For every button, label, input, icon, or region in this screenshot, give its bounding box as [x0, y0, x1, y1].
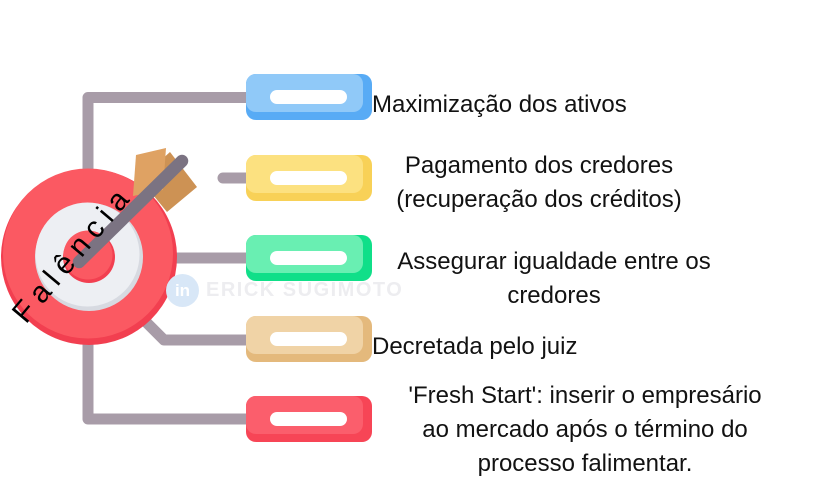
watermark: in ERICK SUGIMOTO — [166, 274, 403, 307]
node-label-line: processo falimentar. — [477, 450, 693, 477]
node-label-decretada-pelo-juiz: Decretada pelo juiz — [372, 330, 672, 364]
pill-pagamento-dos-credores — [246, 155, 372, 201]
pill-highlight — [270, 90, 347, 104]
connector-tan — [132, 308, 253, 346]
pill-highlight — [270, 332, 347, 346]
dartboard-icon — [1, 148, 197, 345]
node-label-line: credores — [507, 282, 601, 309]
pill-face — [246, 316, 363, 354]
pill-highlight — [270, 251, 347, 265]
pill-maximizacao-dos-ativos — [246, 74, 372, 120]
linkedin-icon: in — [166, 274, 199, 307]
node-label-maximizacao-dos-ativos: Maximização dos ativos — [372, 88, 692, 122]
pill-face — [246, 155, 363, 193]
node-label-line: Maximização dos ativos — [372, 91, 627, 118]
arrow-icon — [72, 148, 197, 269]
node-label-line: (recuperação dos créditos) — [396, 186, 682, 213]
pill-face — [246, 74, 363, 112]
node-label-line: Decretada pelo juiz — [372, 333, 578, 360]
node-label-fresh-start: 'Fresh Start': inserir o empresário ao m… — [356, 379, 814, 481]
node-label-pagamento-dos-credores: Pagamento dos credores (recuperação dos … — [358, 149, 720, 217]
pill-face — [246, 396, 363, 434]
pill-fresh-start — [246, 396, 372, 442]
node-label-line: ao mercado após o término do — [422, 416, 748, 443]
node-label-line: 'Fresh Start': inserir o empresário — [408, 382, 762, 409]
node-label-line: Assegurar igualdade entre os — [397, 248, 711, 275]
pill-highlight — [270, 412, 347, 426]
pill-assegurar-igualdade — [246, 235, 372, 281]
node-label-assegurar-igualdade: Assegurar igualdade entre os credores — [358, 245, 750, 313]
watermark-name: ERICK SUGIMOTO — [206, 279, 404, 301]
pill-decretada-pelo-juiz — [246, 316, 372, 362]
node-label-line: Pagamento dos credores — [404, 152, 674, 179]
pill-face — [246, 235, 363, 273]
arrow-shaft — [72, 154, 189, 269]
pill-highlight — [270, 171, 347, 185]
